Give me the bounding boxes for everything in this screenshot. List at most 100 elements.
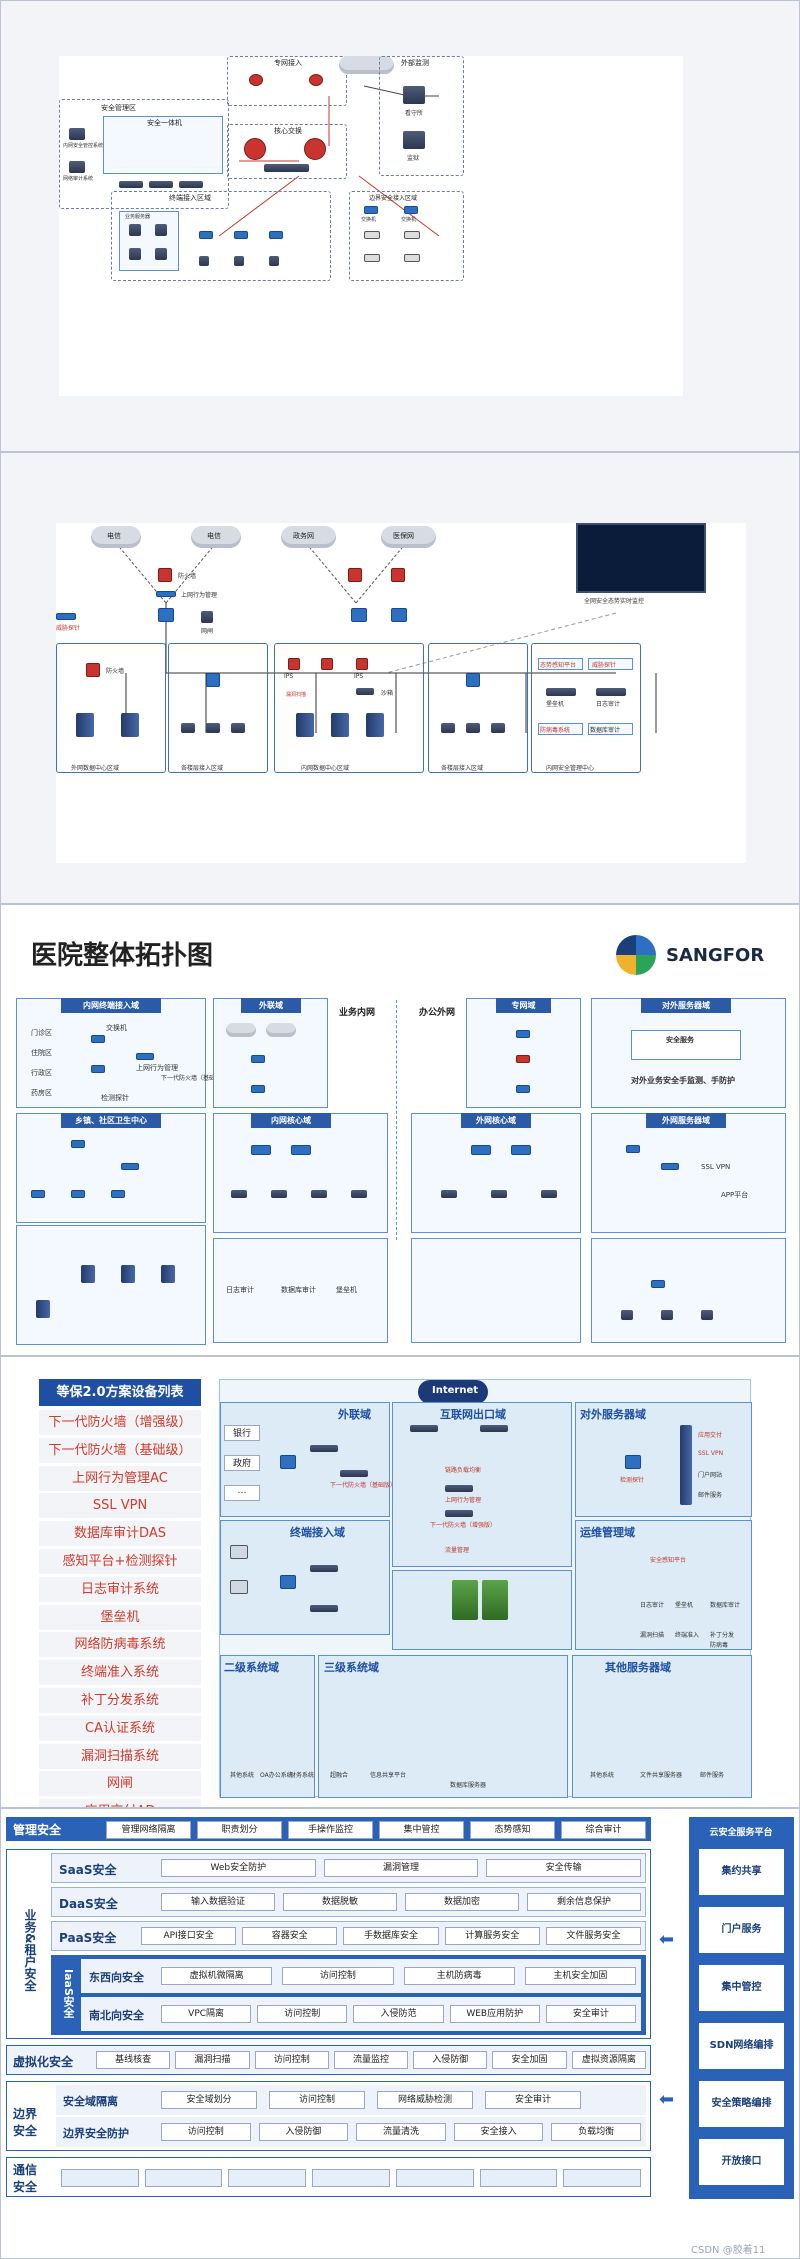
aio-device-icon — [179, 181, 203, 188]
cloud-item: 门户服务 — [699, 1907, 784, 1953]
sangfor-logo-icon — [616, 935, 656, 975]
int-fw-label: IPS — [284, 673, 294, 680]
legend-item: 漏洞扫描系统 — [39, 1743, 201, 1769]
item-box: 数据脱敏 — [283, 1893, 397, 1911]
mgmt-sys-label: 内网安全管控系统 — [63, 143, 104, 149]
server-subzone — [119, 211, 179, 271]
sandbox-label: 沙箱 — [381, 690, 394, 697]
access-switch-label: 交换机 — [106, 1024, 127, 1032]
item-box: 访问控制 — [282, 1967, 394, 1985]
int-fw-icon — [321, 658, 333, 670]
internet-label: Internet — [432, 1385, 479, 1396]
daas-items: 输入数据验证数据脱敏数据加密剩余信息保护 — [161, 1893, 641, 1911]
ext-switch-icon — [251, 1085, 265, 1093]
item-box: 手操作监控 — [288, 1821, 373, 1839]
gate-icon — [201, 611, 213, 623]
legend-item: 下一代防火墙（基础级） — [39, 1437, 201, 1463]
outer-mon-zone — [379, 56, 464, 176]
l3-label: 信息共享平台 — [370, 1772, 407, 1779]
block-ext-core — [411, 1113, 581, 1233]
int-fw-icon — [288, 658, 300, 670]
item-box: 网络威胁检测 — [377, 2091, 473, 2109]
item-box: 虚拟资源隔离 — [571, 2051, 646, 2069]
rack-server-icon — [366, 713, 384, 737]
block-label: 外联域 — [241, 998, 301, 1013]
pc-icon — [491, 723, 505, 733]
town-fw-icon — [121, 1163, 139, 1170]
paas-label: PaaS安全 — [59, 1931, 117, 1945]
terminal-icon — [404, 231, 420, 239]
sec-item-label: 日志审计 — [596, 701, 621, 708]
edge-switch-label: 交换机 — [401, 217, 417, 223]
cloud-item: 开放接口 — [699, 2139, 784, 2185]
area-label: 行政区 — [31, 1069, 52, 1077]
server-icon — [129, 224, 141, 236]
ssl-vpn-label: SSL VPN — [698, 1450, 724, 1457]
iaas-ns-label: 南北向安全 — [89, 2009, 144, 2022]
sec-item-label: 堡垒机 — [546, 701, 565, 708]
comm-slot — [312, 2169, 390, 2187]
ext-entry: 政府 — [224, 1455, 260, 1471]
border-block — [6, 2081, 651, 2151]
monitor-label: 全网安全态势实时监控 — [584, 598, 645, 605]
public-switch-icon — [625, 1455, 641, 1469]
pc-icon — [206, 723, 220, 733]
ext-entry: 银行 — [224, 1425, 260, 1441]
ext-server-fw-icon — [661, 1163, 679, 1170]
ops-label: 安全感知平台 — [650, 1557, 687, 1564]
item-box: 数据加密 — [405, 1893, 519, 1911]
switch-icon — [199, 231, 213, 239]
iaas-ew-label: 东西向安全 — [89, 1971, 144, 1984]
wifi-switch-icon — [651, 1280, 665, 1288]
legend-item: CA认证系统 — [39, 1715, 201, 1741]
bastion-icon — [546, 688, 576, 696]
ssl-label: SSL VPN — [701, 1163, 731, 1171]
telecom-cloud-icon — [91, 526, 141, 548]
ext-dc-firewall-label: 防火墙 — [106, 668, 125, 675]
sec-item-box — [538, 658, 583, 670]
core-switch-zone — [227, 124, 347, 179]
ext-core-server-icon — [441, 1190, 457, 1198]
item-box: 安全审计 — [545, 2005, 637, 2023]
edge-switch-icon — [364, 206, 378, 214]
app-delivery-label: 应用交付 — [698, 1432, 723, 1439]
item-box: 安全域划分 — [161, 2091, 257, 2109]
outer-mon-label: 外部监测 — [401, 59, 429, 67]
ext-fw-label: 下一代防火墙（基础版） — [330, 1482, 397, 1489]
item-box: 输入数据验证 — [161, 1893, 275, 1911]
item-box: 访问控制 — [161, 2123, 251, 2141]
block-ext-server-lower — [591, 1238, 786, 1343]
comm-slot — [563, 2169, 642, 2187]
pc-icon — [181, 723, 195, 733]
sec-item-label: 威胁探针 — [592, 662, 617, 669]
terminal-fw-icon — [310, 1565, 338, 1572]
area-label: 住院区 — [31, 1049, 52, 1057]
comm-label: 通信安全 — [13, 2163, 38, 2194]
item-box: 访问控制 — [257, 2005, 348, 2023]
behavior-label: 上网行为管理 — [136, 1064, 178, 1072]
virt-label: 虚拟化安全 — [13, 2055, 74, 2069]
ext-core-switch-icon — [471, 1145, 491, 1155]
other-label: 其他系统 — [590, 1772, 615, 1779]
hospital-topology-panel: 医院整体拓扑图 SANGFOR 内网终端接入域 门诊区 住院区 行政区 药房区 … — [0, 904, 800, 1356]
comm-slot — [395, 2169, 474, 2187]
comm-slots — [61, 2169, 642, 2187]
edge-switch-label: 交换机 — [361, 217, 377, 223]
log-audit-icon — [596, 688, 626, 696]
fw-enh-icon — [445, 1510, 473, 1517]
block-terminal — [16, 998, 206, 1108]
audit-sys-label: 网络审计系统 — [63, 176, 94, 182]
core-switch-icon — [482, 1580, 508, 1620]
aio-device-icon — [149, 181, 173, 188]
zone-label: 外联域 — [338, 1408, 371, 1421]
service-box — [631, 1030, 741, 1060]
ext-switch-icon — [280, 1455, 296, 1469]
block-label: 内网核心域 — [251, 1113, 331, 1128]
zone-level3 — [318, 1655, 568, 1798]
probe-label: 检测探针 — [620, 1477, 645, 1484]
core-switch-icon — [264, 164, 309, 172]
security-aio-box — [103, 116, 223, 174]
pc-icon — [466, 723, 480, 733]
